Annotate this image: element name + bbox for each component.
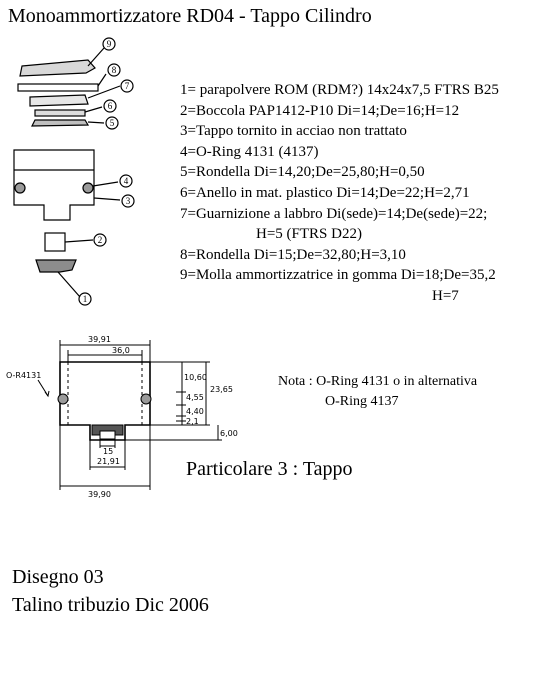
dim-right-c: 4,40 — [186, 407, 204, 416]
dim-right-d: 2,1 — [186, 417, 199, 426]
callout-6: 6 — [103, 99, 117, 113]
legend-item-9: 9=Molla ammortizzatrice in gomma Di=18;D… — [180, 267, 496, 284]
callout-2: 2 — [93, 233, 107, 247]
detail-caption: Particolare 3 : Tappo — [186, 458, 353, 480]
svg-text:8: 8 — [112, 65, 117, 75]
svg-text:3: 3 — [126, 196, 131, 206]
callout-1: 1 — [78, 292, 92, 306]
dim-bottom-outer: 39,90 — [88, 490, 111, 499]
svg-text:2: 2 — [98, 235, 103, 245]
callout-5: 5 — [105, 116, 119, 130]
dim-right-b: 4,55 — [186, 393, 204, 402]
legend-item-1: 1= parapolvere ROM (RDM?) 14x24x7,5 FTRS… — [180, 82, 499, 98]
legend-item-5: 5=Rondella Di=14,20;De=25,80;H=0,50 — [180, 164, 425, 181]
part-9-shape — [19, 59, 96, 77]
callout-8: 8 — [107, 63, 121, 77]
part-6-shape — [34, 109, 86, 117]
part-1-shape — [35, 259, 77, 273]
legend-item-7-cont: H=5 (FTRS D22) — [256, 226, 362, 243]
callout-7: 7 — [120, 79, 134, 93]
drawing-title: Monoammortizzatore RD04 - Tappo Cilindro — [8, 5, 372, 27]
dim-top-inner: 36,0 — [112, 346, 130, 355]
dim-right-e: 6,00 — [220, 429, 238, 438]
callout-9: 9 — [102, 37, 116, 51]
part-2-shape — [44, 232, 66, 252]
dim-bottom-mid: 21,91 — [97, 457, 120, 466]
oring-left — [57, 393, 69, 405]
exploded-view: 9 8 7 6 5 4 3 2 1 — [13, 37, 135, 306]
note-line-1: Nota : O-Ring 4131 o in alternativa — [278, 374, 478, 389]
part-4-oring-right — [82, 182, 94, 194]
part-3-shape — [13, 149, 95, 221]
legend-item-2: 2=Boccola PAP1412-P10 Di=14;De=16;H=12 — [180, 102, 460, 119]
oring-label: O-R4131 — [6, 371, 41, 380]
part-5-shape — [31, 119, 90, 127]
author-date: Talino tribuzio Dic 2006 — [12, 594, 209, 616]
note-line-2: O-Ring 4137 — [325, 394, 399, 409]
svg-text:9: 9 — [107, 39, 112, 49]
dim-top-outer: 39,91 — [88, 335, 111, 344]
legend-item-6: 6=Anello in mat. plastico Di=14;De=22;H=… — [180, 184, 470, 201]
legend-item-9-cont: H=7 — [432, 287, 459, 304]
legend-item-7: 7=Guarnizione a labbro Di(sede)=14;De(se… — [180, 205, 488, 222]
svg-text:5: 5 — [110, 118, 115, 128]
dim-bottom-small: 15 — [103, 447, 113, 456]
part-7-shape — [29, 94, 89, 107]
svg-text:4: 4 — [124, 176, 129, 186]
drawing-number: Disegno 03 — [12, 566, 104, 588]
legend-item-4: 4=O-Ring 4131 (4137) — [180, 143, 319, 160]
detail-drawing: O-R4131 39,91 36,0 10,60 4,55 4,40 2,1 2… — [6, 335, 238, 499]
callout-4: 4 — [119, 174, 133, 188]
oring-right — [140, 393, 152, 405]
legend-item-3: 3=Tappo tornito in acciao non trattato — [180, 123, 407, 140]
svg-text:1: 1 — [83, 294, 88, 304]
svg-text:7: 7 — [125, 81, 130, 91]
callout-3: 3 — [121, 194, 135, 208]
legend-item-8: 8=Rondella Di=15;De=32,80;H=3,10 — [180, 246, 406, 263]
part-8-shape — [17, 83, 99, 92]
dim-right-total: 23,65 — [210, 385, 233, 394]
part-4-oring-left — [14, 182, 26, 194]
svg-text:6: 6 — [108, 101, 113, 111]
note: Nota : O-Ring 4131 o in alternativa O-Ri… — [278, 372, 477, 412]
dim-right-a: 10,60 — [184, 373, 207, 382]
parts-legend: 1= parapolvere ROM (RDM?) 14x24x7,5 FTRS… — [180, 80, 499, 307]
